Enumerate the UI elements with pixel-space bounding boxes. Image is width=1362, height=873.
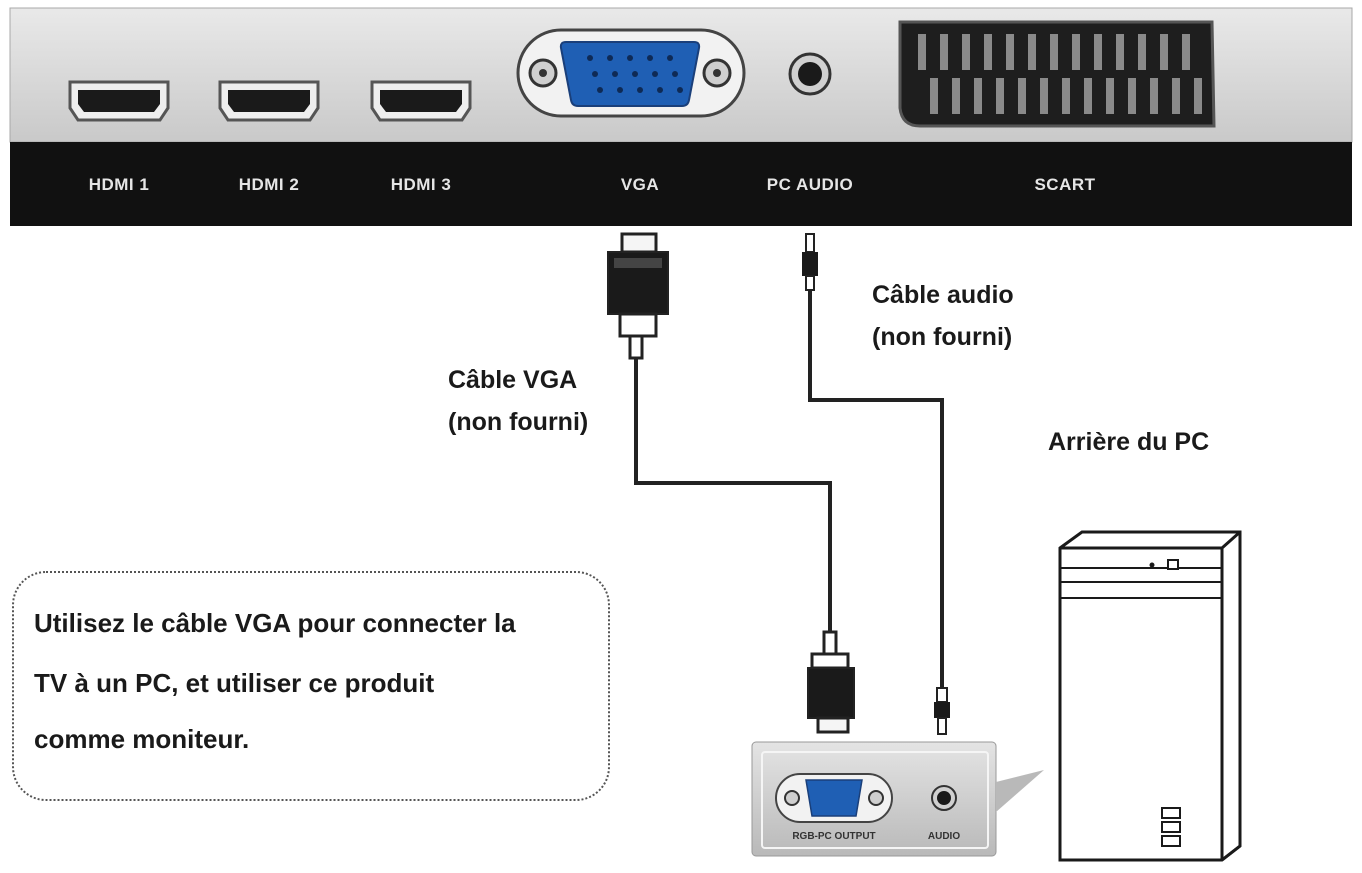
hdmi2-label: HDMI 2: [238, 175, 300, 194]
pc-audio-label: PC AUDIO: [766, 175, 854, 194]
vga-cable-connector-top: [607, 232, 669, 360]
hdmi2-port: [218, 80, 320, 122]
pc-tower: [1058, 530, 1242, 862]
vga-cable-caption-line2: (non fourni): [448, 408, 589, 436]
audio-cable-caption-line1: Câble audio: [872, 281, 1014, 309]
hdmi1-port: [68, 80, 170, 122]
pc-audio-output-label: AUDIO: [927, 831, 961, 842]
hdmi3-label: HDMI 3: [390, 175, 452, 194]
instruction-line-1: Utilisez le câble VGA pour connecter la: [34, 608, 516, 638]
vga-label: VGA: [620, 175, 660, 194]
vga-port: [516, 28, 746, 118]
audio-cable: [808, 290, 944, 690]
pc-rear-label: Arrière du PC: [1048, 428, 1210, 456]
scart-label: SCART: [1034, 175, 1096, 194]
instruction-line-2: TV à un PC, et utiliser ce produit: [34, 668, 435, 698]
scart-port: [898, 20, 1216, 128]
pc-vga-output-port: [775, 773, 893, 823]
vga-cable-connector-bottom: [807, 630, 855, 734]
rgb-output-label: RGB-PC OUTPUT: [792, 831, 876, 842]
port-label-bar: [10, 142, 1352, 226]
pc-audio-jack: [788, 52, 832, 96]
hdmi3-port: [370, 80, 472, 122]
audio-cable-caption-line2: (non fourni): [872, 323, 1013, 351]
audio-cable-connector-bottom: [934, 687, 950, 735]
instruction-line-3: comme moniteur.: [34, 724, 250, 754]
vga-cable-caption-line1: Câble VGA: [448, 366, 578, 394]
hdmi1-label: HDMI 1: [88, 175, 150, 194]
instruction-note: [12, 571, 610, 801]
pc-audio-output-jack: [931, 785, 957, 811]
audio-cable-connector-top: [802, 233, 818, 291]
vga-cable: [634, 358, 832, 632]
